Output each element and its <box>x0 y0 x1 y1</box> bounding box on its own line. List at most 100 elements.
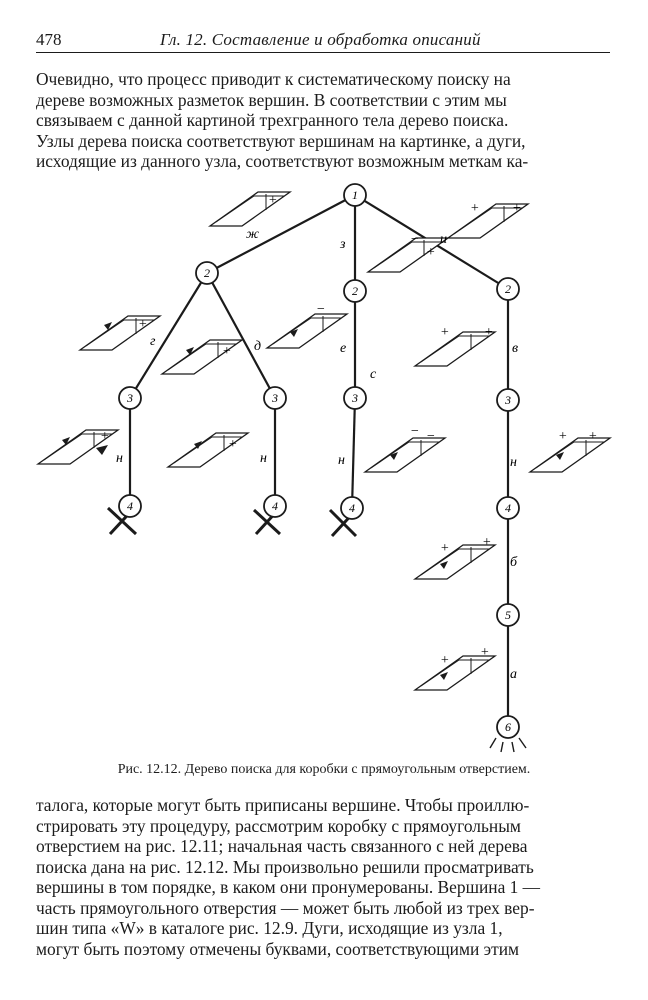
svg-text:2: 2 <box>505 282 511 296</box>
edge-label: д <box>254 339 261 354</box>
plus-mark: + <box>100 429 109 444</box>
tree-node: 1 <box>343 183 367 207</box>
minus-mark: − <box>426 429 435 444</box>
svg-text:4: 4 <box>505 501 511 515</box>
arrow-icon <box>556 452 564 460</box>
edge-label: н <box>116 451 123 466</box>
svg-text:4: 4 <box>127 499 133 513</box>
edge-label: а <box>510 667 517 682</box>
edge <box>206 272 276 399</box>
plus-mark: + <box>440 325 449 340</box>
junction-sketch <box>79 315 161 351</box>
text-line: могут быть поэтому отмечены буквами, соо… <box>36 938 520 959</box>
tree-node: 2 <box>195 261 219 285</box>
paragraph-bottom: талога, которые могут быть приписаны вер… <box>36 795 612 959</box>
svg-text:6: 6 <box>505 720 511 734</box>
tree-node: 5 <box>496 603 520 627</box>
edge-label: в <box>512 341 518 356</box>
junction-sketch <box>414 544 496 580</box>
plus-mark: + <box>482 535 491 550</box>
plus-mark: + <box>228 437 237 452</box>
search-tree-figure: + + + − + − + + + + + + − − + + + + + + … <box>37 183 611 753</box>
arrow-icon <box>104 322 112 330</box>
plus-mark: + <box>222 344 231 359</box>
arrow-icon <box>62 437 70 445</box>
figure-caption: Рис. 12.12. Дерево поиска для коробки с … <box>117 762 531 777</box>
tree-node: 4 <box>340 496 364 520</box>
edge-label: н <box>260 451 267 466</box>
tree-node: 3 <box>118 386 142 410</box>
plus-mark: + <box>588 429 597 444</box>
svg-text:4: 4 <box>272 499 278 513</box>
arrow-icon <box>440 561 448 569</box>
text-line: Узлы дерева поиска соответствуют вершина… <box>36 130 526 151</box>
tree-edges <box>128 194 510 727</box>
text-line: связываем с данной картиной трехгранного… <box>36 110 509 130</box>
text-line: талога, которые могут быть приписаны вер… <box>36 795 530 815</box>
junction-sketch <box>414 655 496 691</box>
svg-text:3: 3 <box>351 391 358 405</box>
text-line: отверстием на рис. 12.11; начальная част… <box>36 836 528 856</box>
page-header: 478 Гл. 12. Составление и обработка опис… <box>36 30 610 53</box>
tree-node: 3 <box>343 386 367 410</box>
edge-label: з <box>339 237 346 252</box>
junction-sketch <box>266 313 348 349</box>
tree-nodes: 1 2 2 2 3 3 3 3 4 4 4 4 5 6 <box>118 183 520 739</box>
text-line: шин типа «W» в каталоге рис. 12.9. Дуги,… <box>36 918 503 938</box>
sign-marks: + + + − + − + + + + + + − − + + + + + + <box>100 193 597 668</box>
tree-node: 2 <box>496 277 520 301</box>
plus-mark: + <box>512 201 521 216</box>
junction-arrows <box>62 322 564 680</box>
continuation-marks <box>489 737 527 753</box>
svg-text:3: 3 <box>271 391 278 405</box>
tree-node: 4 <box>496 496 520 520</box>
junction-sketch <box>367 237 449 273</box>
svg-text:2: 2 <box>352 284 358 298</box>
page-number: 478 <box>36 30 62 49</box>
plus-mark: + <box>268 193 277 208</box>
stray-mark: с <box>370 367 377 382</box>
edge-label: ж <box>246 227 259 242</box>
tree-node: 3 <box>496 388 520 412</box>
text-line: часть прямоугольного отверстия — может б… <box>36 897 535 918</box>
arrow-icon <box>96 445 108 455</box>
text-line: стрировать эту процедуру, рассмотрим кор… <box>36 815 521 836</box>
running-head: Гл. 12. Составление и обработка описаний <box>160 30 481 49</box>
text-line: вершины в том порядке, в каком они прону… <box>36 877 541 897</box>
plus-mark: + <box>426 245 435 260</box>
text-line: Очевидно, что процесс приводит к система… <box>36 69 511 89</box>
paragraph-top: Очевидно, что процесс приводит к система… <box>36 69 612 172</box>
arrow-icon <box>186 347 194 355</box>
edge-label: н <box>510 455 517 470</box>
arrow-icon <box>290 329 298 337</box>
edge-label: е <box>340 341 346 356</box>
junction-sketch <box>529 437 611 473</box>
junction-sketch <box>414 331 496 367</box>
svg-text:5: 5 <box>505 608 511 622</box>
edge-label: б <box>510 555 518 570</box>
edge-label: и <box>440 232 447 247</box>
svg-text:4: 4 <box>349 501 355 515</box>
minus-mark: − <box>316 302 325 317</box>
edge <box>129 272 208 399</box>
arrow-icon <box>194 441 202 449</box>
tree-node: 3 <box>263 386 287 410</box>
arrow-icon <box>390 452 398 460</box>
arrow-icon <box>440 672 448 680</box>
tree-node: 4 <box>263 494 287 518</box>
plus-mark: + <box>470 201 479 216</box>
edge <box>350 397 357 509</box>
text-line: дереве возможных разметок вершин. В соот… <box>36 89 507 110</box>
text-line: исходящие из данного узла, соответствуют… <box>36 151 529 171</box>
svg-text:3: 3 <box>504 393 511 407</box>
minus-mark: − <box>410 424 419 439</box>
svg-text:1: 1 <box>352 188 358 202</box>
junction-sketches <box>37 191 611 691</box>
plus-mark: + <box>480 645 489 660</box>
svg-text:3: 3 <box>126 391 133 405</box>
plus-mark: + <box>440 541 449 556</box>
plus-mark: + <box>484 325 493 340</box>
tree-node: 4 <box>118 494 142 518</box>
edge-label: г <box>150 334 156 349</box>
